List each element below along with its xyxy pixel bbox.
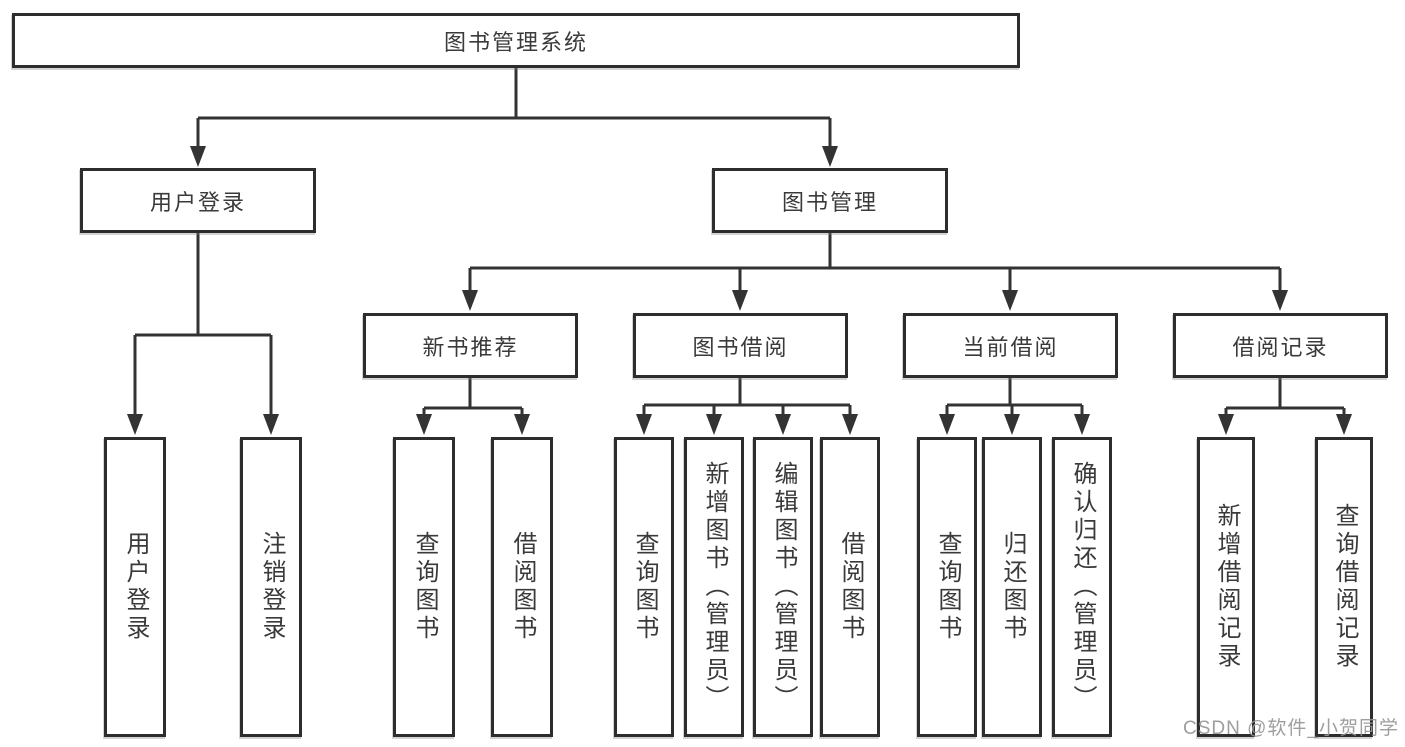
node-borrow-records: 借阅记录 bbox=[1173, 313, 1388, 378]
node-label: 新增图书（管理员） bbox=[701, 461, 728, 713]
leaf-query-borrow-record: 查询借阅记录 bbox=[1315, 437, 1373, 737]
arrow-down-icon bbox=[514, 414, 530, 435]
connector-book-borrow bbox=[642, 378, 852, 415]
node-label: 借阅记录 bbox=[1232, 334, 1329, 360]
node-label: 图书借阅 bbox=[692, 334, 789, 360]
leaf-query-books-borrow: 查询图书 bbox=[614, 437, 674, 737]
arrow-down-icon bbox=[706, 414, 722, 435]
leaf-user-login: 用户登录 bbox=[104, 437, 166, 737]
node-label: 用户登录 bbox=[149, 189, 246, 215]
arrow-down-icon bbox=[127, 414, 143, 435]
leaf-borrow-books-recommend: 借阅图书 bbox=[491, 437, 553, 737]
arrow-down-icon bbox=[263, 414, 279, 435]
connector-new-book-recommend bbox=[422, 378, 524, 415]
leaf-edit-books-admin: 编辑图书（管理员） bbox=[753, 437, 813, 737]
leaf-confirm-return-admin: 确认归还（管理员） bbox=[1052, 437, 1112, 737]
csdn-watermark: CSDN @软件_小贺同学 bbox=[1183, 718, 1399, 739]
node-book-management: 图书管理 bbox=[712, 168, 948, 233]
node-label: 查询借阅记录 bbox=[1331, 503, 1358, 671]
arrow-down-icon bbox=[1004, 414, 1020, 435]
arrow-down-icon bbox=[1336, 414, 1352, 435]
leaf-add-borrow-record: 新增借阅记录 bbox=[1197, 437, 1255, 737]
node-label: 新书推荐 bbox=[422, 334, 519, 360]
node-label: 用户登录 bbox=[122, 531, 149, 643]
node-label: 归还图书 bbox=[999, 531, 1026, 643]
arrow-down-icon bbox=[1002, 290, 1018, 311]
arrow-down-icon bbox=[636, 414, 652, 435]
node-new-book-recommend: 新书推荐 bbox=[363, 313, 578, 378]
node-label: 查询图书 bbox=[411, 531, 438, 643]
connector-paths bbox=[133, 68, 1346, 415]
leaf-borrow-books: 借阅图书 bbox=[820, 437, 880, 737]
node-label: 图书管理 bbox=[781, 189, 878, 215]
leaf-query-books-current: 查询图书 bbox=[917, 437, 977, 737]
node-current-borrow: 当前借阅 bbox=[903, 313, 1118, 378]
arrow-down-icon bbox=[822, 146, 838, 167]
arrow-down-icon bbox=[190, 146, 206, 167]
arrow-down-icon bbox=[939, 414, 955, 435]
node-label: 借阅图书 bbox=[837, 531, 864, 643]
leaf-return-books: 归还图书 bbox=[982, 437, 1042, 737]
arrow-down-icon bbox=[775, 414, 791, 435]
connector-borrow-records bbox=[1224, 378, 1346, 415]
node-label: 图书管理系统 bbox=[443, 29, 588, 55]
arrow-down-icon bbox=[1272, 290, 1288, 311]
connector-current-borrow bbox=[945, 378, 1084, 415]
arrow-down-icon bbox=[462, 290, 478, 311]
arrow-down-icon bbox=[1218, 414, 1234, 435]
arrow-down-icon bbox=[416, 414, 432, 435]
node-label: 当前借阅 bbox=[962, 334, 1059, 360]
node-label: 确认归还（管理员） bbox=[1069, 461, 1096, 713]
leaf-query-books-recommend: 查询图书 bbox=[393, 437, 455, 737]
leaf-logout: 注销登录 bbox=[240, 437, 302, 737]
connector-root bbox=[196, 68, 832, 147]
node-book-borrow: 图书借阅 bbox=[633, 313, 848, 378]
arrowheads bbox=[127, 146, 1352, 435]
node-label: 查询图书 bbox=[934, 531, 961, 643]
arrow-down-icon bbox=[842, 414, 858, 435]
node-label: 借阅图书 bbox=[509, 531, 536, 643]
node-label: 编辑图书（管理员） bbox=[770, 461, 797, 713]
node-label: 注销登录 bbox=[258, 531, 285, 643]
node-label: 新增借阅记录 bbox=[1213, 503, 1240, 671]
connector-book-management bbox=[468, 233, 1282, 291]
node-label: 查询图书 bbox=[631, 531, 658, 643]
node-library-management-system: 图书管理系统 bbox=[12, 13, 1020, 68]
arrow-down-icon bbox=[732, 290, 748, 311]
connector-user-login bbox=[133, 233, 273, 415]
arrow-down-icon bbox=[1074, 414, 1090, 435]
node-user-login: 用户登录 bbox=[80, 168, 316, 233]
leaf-add-books-admin: 新增图书（管理员） bbox=[684, 437, 744, 737]
